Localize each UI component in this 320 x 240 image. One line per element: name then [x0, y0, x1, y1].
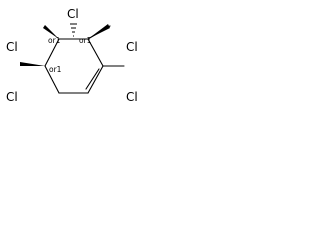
stereo-label-mid-left: or1: [49, 65, 62, 74]
stereo-label-top-left: or1: [48, 36, 61, 45]
bond-ring-upper-left: [44, 38, 60, 67]
atom-label-cl-upper-right: Cl: [126, 40, 138, 54]
atom-label-cl-upper-left: Cl: [6, 40, 18, 54]
stereo-label-top-right: or1: [79, 36, 92, 45]
chemical-structure: Cl Cl Cl Cl Cl or1 or1 or1: [6, 7, 138, 104]
wedge-bond-lower-left-cl: [20, 62, 45, 66]
bond-ring-upper-right: [87, 38, 104, 67]
bond-ring-double-inner: [85, 68, 100, 90]
wedge-bond-top-left-cl: [43, 25, 59, 39]
atom-label-cl-lower-right: Cl: [126, 90, 138, 104]
bond-upper-right-cl: [87, 25, 111, 40]
bond-ring-lower-right: [87, 65, 104, 94]
hashed-bond-top-cl: [70, 23, 77, 37]
bond-ring-lower-left: [44, 65, 60, 94]
atom-label-cl-lower-left: Cl: [6, 90, 18, 104]
atom-label-cl-top: Cl: [67, 7, 79, 21]
